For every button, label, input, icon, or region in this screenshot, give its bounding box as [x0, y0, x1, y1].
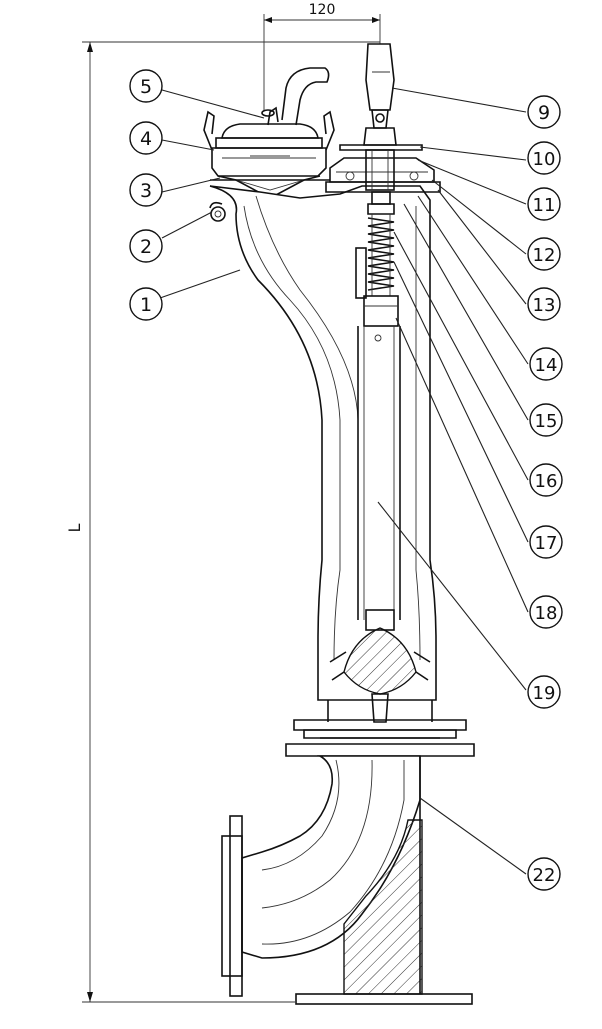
- callout-17-label: 17: [535, 533, 558, 554]
- callout-22-label: 22: [533, 865, 556, 886]
- callout-13: 13: [527, 287, 561, 321]
- callout-22: 22: [527, 857, 561, 891]
- callout-12: 12: [527, 237, 561, 271]
- callout-15-label: 15: [535, 411, 558, 432]
- callout-1: 1: [129, 287, 163, 321]
- leader-lines: [159, 87, 529, 875]
- callout-1-label: 1: [140, 294, 152, 316]
- dimension-overall-length: L: [65, 41, 380, 1003]
- callout-4-label: 4: [140, 128, 152, 150]
- callout-12-label: 12: [533, 245, 556, 266]
- callout-11-label: 11: [533, 195, 556, 216]
- dimension-top-label: 120: [309, 2, 336, 18]
- callout-10: 10: [527, 141, 561, 175]
- dimension-overall-length-label: L: [65, 523, 84, 532]
- callout-2-label: 2: [140, 236, 152, 258]
- callout-15: 15: [529, 403, 563, 437]
- callout-18: 18: [529, 595, 563, 629]
- spindle-assembly: [355, 191, 399, 342]
- middle-flange: [285, 719, 475, 757]
- callout-14-label: 14: [535, 355, 558, 376]
- callout-16: 16: [529, 463, 563, 497]
- callout-11: 11: [527, 187, 561, 221]
- callout-2: 2: [129, 229, 163, 263]
- callout-9-label: 9: [538, 102, 550, 124]
- callout-17: 17: [529, 525, 563, 559]
- callout-10-label: 10: [533, 149, 556, 170]
- callout-5-label: 5: [140, 76, 152, 98]
- callout-19-label: 19: [533, 683, 556, 704]
- callout-13-label: 13: [533, 295, 556, 316]
- valve-assembly: [327, 609, 433, 723]
- callout-9: 9: [527, 95, 561, 129]
- upper-body: [209, 185, 437, 701]
- operating-head: [325, 43, 441, 193]
- main-stem: [357, 326, 401, 620]
- callout-3-label: 3: [140, 180, 152, 202]
- callout-14: 14: [529, 347, 563, 381]
- callout-5: 5: [129, 69, 163, 103]
- callout-19: 19: [527, 675, 561, 709]
- callout-3: 3: [129, 173, 163, 207]
- dimension-top: 120: [263, 2, 381, 110]
- callout-4: 4: [129, 121, 163, 155]
- callout-16-label: 16: [535, 471, 558, 492]
- outlet-coupling: [203, 67, 335, 202]
- duckfoot-bend: [221, 755, 473, 1005]
- callout-18-label: 18: [535, 603, 558, 624]
